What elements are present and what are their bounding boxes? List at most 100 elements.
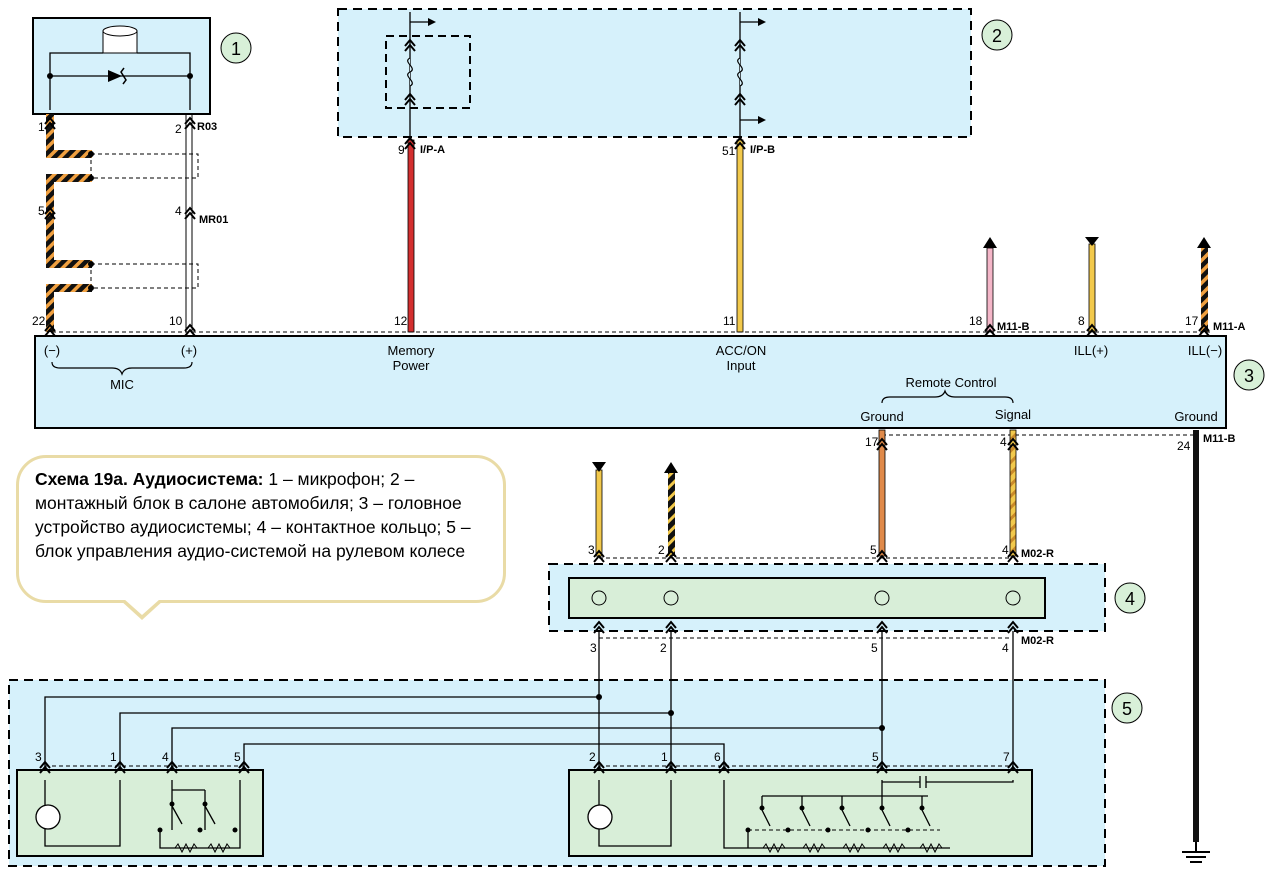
ill-minus-label: ILL(−) xyxy=(1188,343,1222,358)
connector-chevron xyxy=(876,765,888,774)
connector-chevron xyxy=(1007,760,1019,769)
connector-chevron xyxy=(734,141,746,150)
connector-chevron xyxy=(184,116,196,125)
callout-1 xyxy=(220,32,252,64)
ground-label: Ground xyxy=(1174,409,1217,424)
connector-chevron xyxy=(1086,323,1098,332)
memory-power-wire xyxy=(407,139,415,333)
connector-chevron xyxy=(44,328,56,337)
pin-label: 4 xyxy=(175,204,182,218)
connector-chevron xyxy=(593,549,605,558)
pin-label: 51 xyxy=(722,144,736,158)
connector-chevron xyxy=(1007,437,1019,446)
connector-chevron xyxy=(593,765,605,774)
connector-chevron xyxy=(404,38,416,47)
pin-label: 17 xyxy=(865,435,879,449)
mic-plus-label: (+) xyxy=(181,343,197,358)
connector-chevron xyxy=(404,136,416,145)
connector-chevron xyxy=(876,442,888,451)
connector-chevron xyxy=(1007,549,1019,558)
callout-5 xyxy=(1111,692,1143,724)
microphone-block xyxy=(32,17,211,115)
connector-chevron xyxy=(1007,442,1019,451)
pin-label: 1 xyxy=(661,750,668,764)
wire-3 xyxy=(595,469,603,557)
rc-ground-label: Ground xyxy=(860,409,903,424)
connector-chevron xyxy=(184,206,196,215)
wire-18 xyxy=(986,247,994,333)
caption-box: Схема 19а. Аудиосистема: 1 – микрофон; 2… xyxy=(16,455,506,603)
connector-chevron xyxy=(876,554,888,563)
wire-2 xyxy=(668,472,675,556)
clock-spring-block xyxy=(548,563,1106,632)
connector-chevron xyxy=(734,43,746,52)
pin-label: 2 xyxy=(658,543,665,557)
connector-chevron xyxy=(984,323,996,332)
connector-chevron xyxy=(166,760,178,769)
connector-chevron xyxy=(44,211,56,220)
connector-chevron xyxy=(184,323,196,332)
ill-minus-wire xyxy=(1201,248,1208,332)
acc-input-label-1: ACC/ON xyxy=(716,343,767,358)
callout-3 xyxy=(1233,359,1265,391)
switch-array xyxy=(745,796,943,854)
pin-label: 8 xyxy=(1078,314,1085,328)
callout-1-label: 1 xyxy=(231,39,241,59)
pin-label: 1 xyxy=(38,120,45,134)
connector-ip-b: I/P-B xyxy=(750,144,775,156)
pin-label: 1 xyxy=(110,750,117,764)
connector-chevron xyxy=(593,760,605,769)
pin-label: 3 xyxy=(35,750,42,764)
connector-chevron xyxy=(1007,765,1019,774)
pin-label: 5 xyxy=(234,750,241,764)
connector-chevron xyxy=(665,625,677,634)
acc-input-wire xyxy=(736,139,744,333)
pin-label: 22 xyxy=(32,314,46,328)
connector-m02-r-top: M02-R xyxy=(1021,548,1054,560)
connector-chevron xyxy=(238,760,250,769)
mic-cable xyxy=(46,114,199,332)
pin-label: 3 xyxy=(590,641,597,655)
connector-chevron xyxy=(734,92,746,101)
caption-title: Схема 19а. Аудиосистема: xyxy=(35,469,264,489)
pin-label: 10 xyxy=(169,314,183,328)
steering-remote-block xyxy=(8,631,1106,867)
callout-2-label: 2 xyxy=(992,26,1002,46)
connector-chevron xyxy=(593,620,605,629)
memory-power-label-1: Memory xyxy=(388,343,435,358)
ill-plus-wire xyxy=(1088,243,1096,333)
connector-chevron xyxy=(114,760,126,769)
ill-plus-label: ILL(+) xyxy=(1074,343,1108,358)
connector-chevron xyxy=(184,328,196,337)
connector-chevron xyxy=(665,760,677,769)
connector-chevron xyxy=(718,760,730,769)
memory-power-label-2: Power xyxy=(393,358,431,373)
connector-chevron xyxy=(665,765,677,774)
connector-chevron xyxy=(404,92,416,101)
pin-label: 4 xyxy=(1002,543,1009,557)
pin-label: 18 xyxy=(969,314,983,328)
connector-r03: R03 xyxy=(197,121,217,133)
connector-m02-r-bottom: M02-R xyxy=(1021,635,1054,647)
connector-chevron xyxy=(718,765,730,774)
connector-chevron xyxy=(404,141,416,150)
connector-m11-b: M11-B xyxy=(997,321,1029,333)
connector-chevron xyxy=(984,328,996,337)
pin-label: 6 xyxy=(714,750,721,764)
connector-chevron xyxy=(665,554,677,563)
callout-4 xyxy=(1114,582,1146,614)
connector-chevron xyxy=(876,620,888,629)
connector-chevron xyxy=(39,760,51,769)
connector-chevron xyxy=(44,323,56,332)
acc-input-label-2: Input xyxy=(727,358,756,373)
pin-label: 9 xyxy=(398,143,405,157)
connector-chevron xyxy=(1007,625,1019,634)
connector-chevron xyxy=(734,38,746,47)
connector-m11-b-ground: M11-B xyxy=(1203,433,1235,445)
callout-2 xyxy=(981,19,1013,51)
connector-chevron xyxy=(44,206,56,215)
pin-label: 5 xyxy=(871,641,878,655)
connector-chevron xyxy=(1198,328,1210,337)
connector-chevron xyxy=(593,625,605,634)
